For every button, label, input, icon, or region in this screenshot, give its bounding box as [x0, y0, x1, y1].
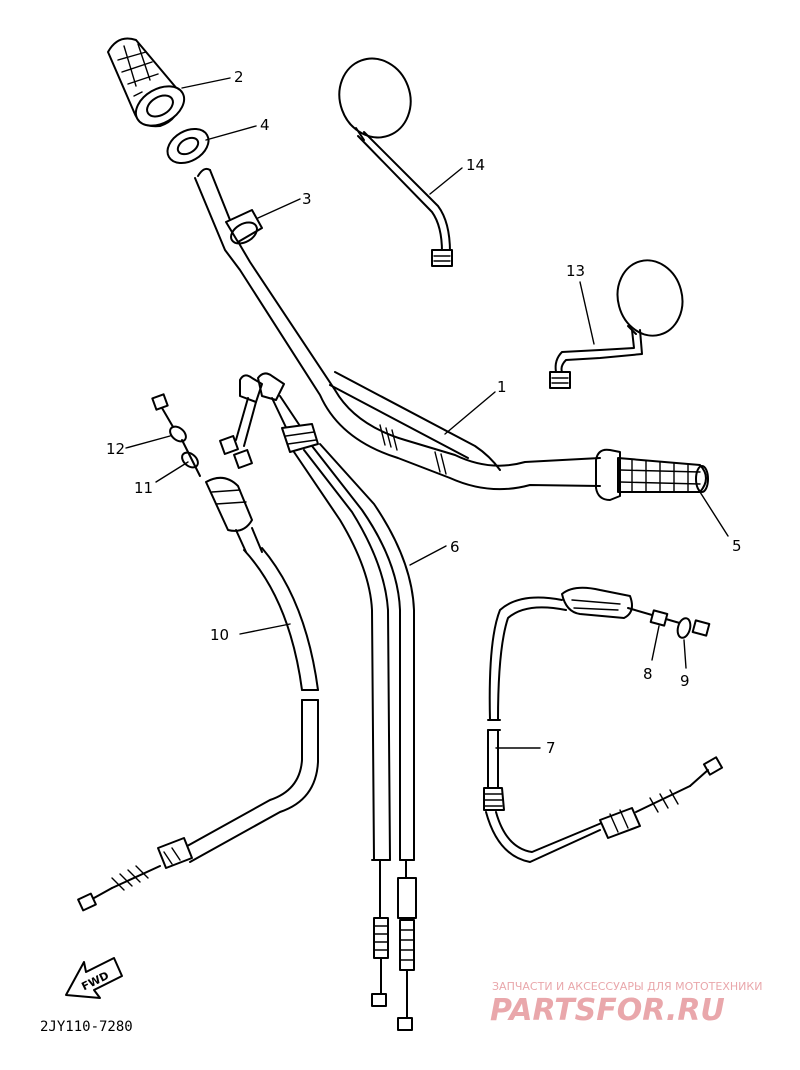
watermark-tagline: ЗАПЧАСТИ И АКСЕССУАРЫ ДЛЯ МОТОТЕХНИКИ [492, 980, 762, 993]
callout-5: 5 [732, 537, 742, 555]
leader-lines [125, 77, 729, 749]
callout-1: 1 [497, 378, 507, 396]
callout-6: 6 [450, 538, 460, 556]
callouts: 1 2 3 4 5 6 7 8 9 10 11 12 13 14 [106, 68, 742, 757]
callout-2: 2 [234, 68, 244, 86]
callout-12: 12 [106, 440, 125, 458]
throttle-holder [225, 209, 263, 245]
callout-14: 14 [466, 156, 485, 174]
callout-7: 7 [546, 739, 556, 757]
grip-ring [166, 127, 210, 165]
left-grip [107, 37, 186, 128]
callout-3: 3 [302, 190, 312, 208]
watermark-brand: PARTSFOR.RU [490, 993, 725, 1028]
throttle-cable [219, 372, 417, 1031]
diagram-code: 2JY110-7280 [40, 1019, 133, 1035]
right-grip [595, 448, 709, 501]
handlebar [194, 167, 601, 491]
callout-9: 9 [680, 672, 690, 690]
callout-8: 8 [643, 665, 653, 683]
watermark: ЗАПЧАСТИ И АКСЕССУАРЫ ДЛЯ МОТОТЕХНИКИ PA… [490, 980, 762, 1028]
fwd-arrow: FWD [65, 957, 123, 999]
starter-cable [483, 586, 724, 863]
clutch-cable [77, 393, 319, 912]
callout-13: 13 [566, 262, 585, 280]
callout-4: 4 [260, 116, 270, 134]
mirror-right [549, 259, 684, 389]
mirror-left [338, 57, 453, 267]
callout-10: 10 [210, 626, 229, 644]
callout-11: 11 [134, 479, 153, 497]
